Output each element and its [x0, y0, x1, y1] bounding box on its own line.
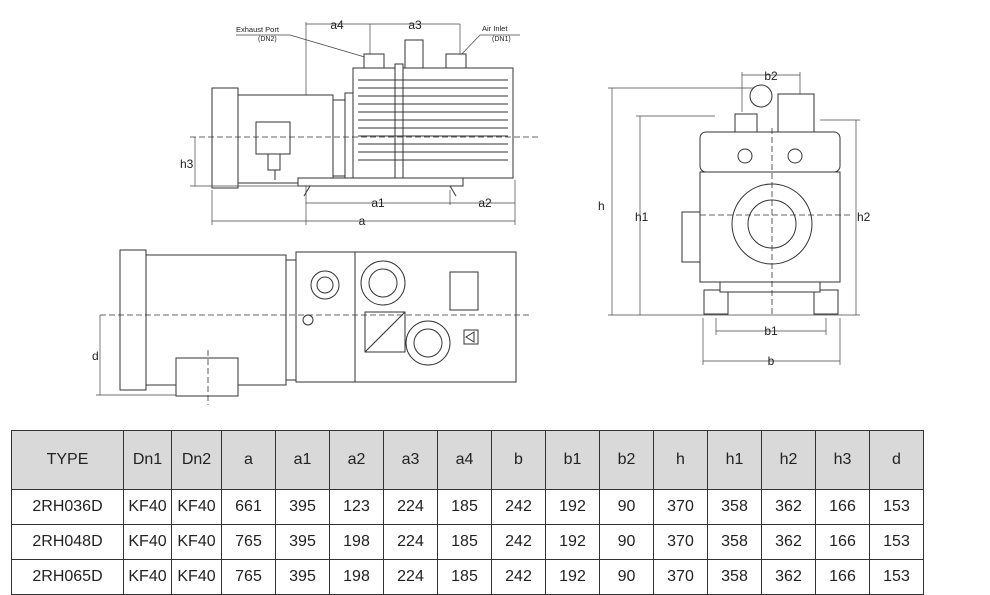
table-cell: 2RH036D [11, 489, 124, 525]
table-cell: KF40 [171, 559, 222, 595]
dim-a1-label: a1 [371, 196, 385, 210]
air-inlet-code: (DN1) [492, 36, 511, 43]
table-cell: 153 [869, 489, 924, 525]
header-a3: a3 [383, 430, 438, 490]
dim-h1-label: h1 [635, 210, 649, 224]
dim-h3-label: h3 [180, 157, 194, 171]
exhaust-port-label: Exhaust Port [236, 25, 280, 34]
table-cell: 2RH048D [11, 524, 124, 560]
table-cell: 185 [437, 489, 492, 525]
header-b1: b1 [545, 430, 600, 490]
table-cell: 242 [491, 559, 546, 595]
dim-h2-label: h2 [857, 210, 871, 224]
table-cell: 153 [869, 559, 924, 595]
table-cell: 224 [383, 559, 438, 595]
table-cell: 370 [653, 524, 708, 560]
header-a1: a1 [275, 430, 330, 490]
dim-b1-label: b1 [764, 324, 778, 338]
table-cell: 242 [491, 489, 546, 525]
table-cell: 362 [761, 559, 816, 595]
table-row: 2RH048D KF40 KF40 765 395 198 224 185 24… [11, 524, 924, 560]
header-a: a [221, 430, 276, 490]
top-view: d [92, 249, 530, 405]
dim-a2-label: a2 [478, 196, 492, 210]
table-cell: 362 [761, 489, 816, 525]
end-view: h h1 h2 b2 b1 b [598, 69, 871, 368]
table-cell: 166 [815, 524, 870, 560]
table-cell: 765 [221, 524, 276, 560]
table-cell: 153 [869, 524, 924, 560]
air-inlet-label: Air Inlet [482, 24, 508, 33]
table-cell: 242 [491, 524, 546, 560]
header-h: h [653, 430, 708, 490]
header-b2: b2 [599, 430, 654, 490]
table-cell: 370 [653, 489, 708, 525]
header-h2: h2 [761, 430, 816, 490]
table-cell: 90 [599, 489, 654, 525]
dim-a-label: a [359, 214, 366, 228]
table-row: 2RH065D KF40 KF40 765 395 198 224 185 24… [11, 559, 924, 595]
header-h1: h1 [707, 430, 762, 490]
side-view: a4 a3 Exhaust Port (DN2) Air Inlet (DN1) [180, 18, 540, 228]
header-type: TYPE [11, 430, 124, 490]
table-cell: 185 [437, 524, 492, 560]
dim-a4-label: a4 [330, 18, 344, 32]
dim-d-label: d [92, 349, 99, 363]
header-h3: h3 [815, 430, 870, 490]
dim-a3-label: a3 [408, 18, 422, 32]
dim-b2-label: b2 [764, 69, 778, 83]
table-row: 2RH036D KF40 KF40 661 395 123 224 185 24… [11, 489, 924, 525]
table-cell: 358 [707, 489, 762, 525]
table-cell: KF40 [171, 489, 222, 525]
table-cell: 166 [815, 559, 870, 595]
table-cell: 224 [383, 489, 438, 525]
dim-b-label: b [768, 354, 775, 368]
header-dn1: Dn1 [123, 430, 172, 490]
table-cell: 166 [815, 489, 870, 525]
table-cell: 765 [221, 559, 276, 595]
table-cell: 370 [653, 559, 708, 595]
cooling-fins [358, 79, 508, 161]
dimension-table: TYPE Dn1 Dn2 a a1 a2 a3 a4 b b1 b2 h h1 … [11, 430, 924, 595]
table-cell: 192 [545, 559, 600, 595]
exhaust-port-code: (DN2) [258, 36, 277, 43]
table-cell: 90 [599, 524, 654, 560]
header-a2: a2 [329, 430, 384, 490]
table-cell: 185 [437, 559, 492, 595]
table-cell: 395 [275, 524, 330, 560]
table-cell: 192 [545, 489, 600, 525]
table-cell: 395 [275, 489, 330, 525]
table-cell: KF40 [123, 489, 172, 525]
table-cell: 192 [545, 524, 600, 560]
table-cell: 661 [221, 489, 276, 525]
table-cell: 358 [707, 524, 762, 560]
table-header-row: TYPE Dn1 Dn2 a a1 a2 a3 a4 b b1 b2 h h1 … [11, 430, 924, 490]
dim-h-label: h [598, 199, 605, 213]
header-a4: a4 [437, 430, 492, 490]
table-cell: KF40 [171, 524, 222, 560]
technical-drawing: a4 a3 Exhaust Port (DN2) Air Inlet (DN1) [92, 18, 871, 405]
table-cell: 123 [329, 489, 384, 525]
table-cell: 224 [383, 524, 438, 560]
table-cell: 198 [329, 559, 384, 595]
header-d: d [869, 430, 924, 490]
header-b: b [491, 430, 546, 490]
table-cell: 358 [707, 559, 762, 595]
table-cell: 2RH065D [11, 559, 124, 595]
header-dn2: Dn2 [171, 430, 222, 490]
table-cell: KF40 [123, 524, 172, 560]
table-cell: 395 [275, 559, 330, 595]
table-cell: 362 [761, 524, 816, 560]
table-cell: KF40 [123, 559, 172, 595]
table-cell: 90 [599, 559, 654, 595]
table-cell: 198 [329, 524, 384, 560]
